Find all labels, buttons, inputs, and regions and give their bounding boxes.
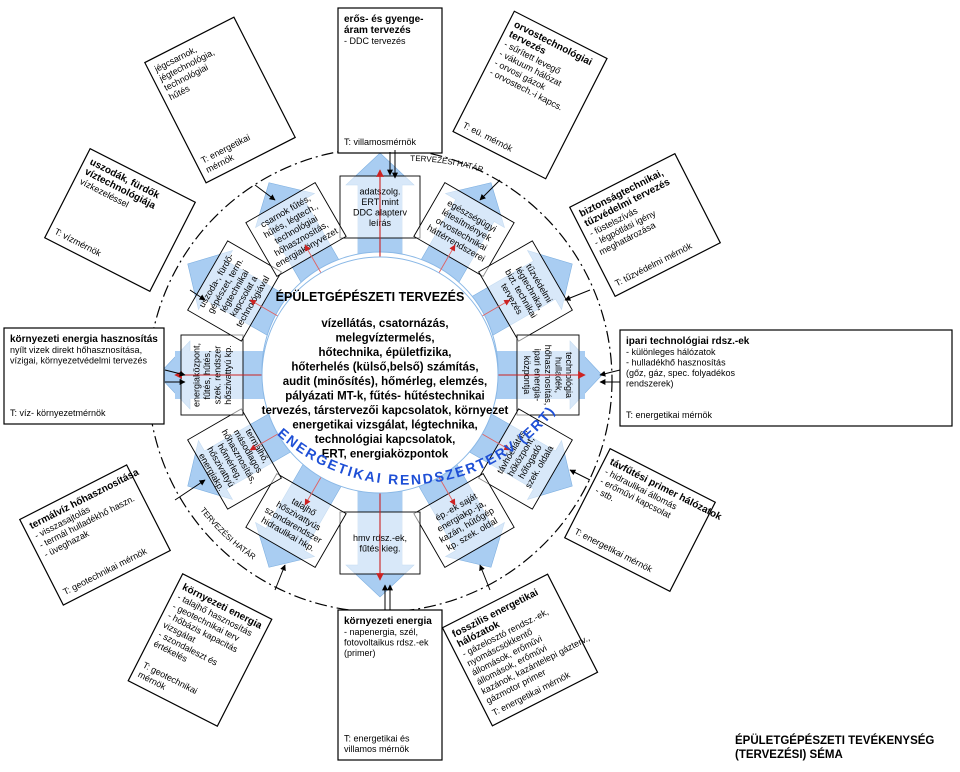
box-footer: T: energetikai és: [344, 734, 410, 744]
box-title: ipari technológiai rdsz.-ek: [626, 336, 750, 347]
center-line: melegvíztermelés,: [335, 333, 434, 345]
box-body-line: - napenergia, szél,: [344, 627, 418, 637]
box-footer: T: víz- környezetmérnök: [10, 408, 106, 418]
center-line: vízellátás, csatornázás,: [321, 318, 448, 330]
outer-box-kornyezeti_bottom: környezeti energia- napenergia, szél,fot…: [337, 609, 443, 761]
box-body-line: - DDC tervezés: [344, 36, 406, 46]
box-title: környezeti energia hasznosítás: [10, 334, 158, 345]
inner-box-i_orvos: egészségügyilétesítményekorvostechnikaih…: [413, 182, 515, 277]
box-body-line: (primer): [344, 648, 376, 658]
center-heading: ÉPÜLETGÉPÉSZETI TERVEZÉS: [276, 289, 465, 304]
box-title: környezeti energia: [344, 616, 432, 627]
box-body-line: - különleges hálózatok: [626, 347, 716, 357]
center-line: audit (minősítés), hőmérleg, elemzés,: [283, 376, 488, 388]
outer-box-ipari: ipari technológiai rdsz.-ek- különleges …: [619, 329, 953, 427]
box-footer: T: villamosmérnök: [344, 137, 417, 147]
box-footer: villamos mérnök: [344, 744, 410, 754]
box-body-line: fotovoltaikus rdsz.-ek: [344, 638, 429, 648]
outer-box-jeg: jégcsarnok,jégtechnológia,technológiaihű…: [143, 16, 297, 184]
connector-arrow: [569, 469, 591, 481]
center-line: hőterhelés (külső,belső) számítás,: [291, 362, 478, 374]
outer-boxes: erős- és gyenge-áram tervezés- DDC terve…: [3, 7, 953, 761]
connector-arrow: [274, 564, 286, 591]
outer-box-termalviz: termálvíz hőhasznosítása- visszasajtolás…: [18, 464, 172, 606]
connector-arrow: [254, 184, 276, 201]
outer-box-tavfutes: távfűtési primer hálózatok- hidraulikai …: [563, 447, 724, 593]
outer-box-top: erős- és gyenge-áram tervezés- DDC terve…: [337, 7, 443, 154]
center-line: ERT, energiaközpontok: [322, 449, 449, 461]
center-line: tervezés, társtervezői kapcsolatok, körn…: [262, 405, 509, 417]
center-line: hőtechnika, épületfizika,: [319, 347, 452, 359]
outer-box-uszodak: uszodák, fürdőkvíztechnológiájavízkezelé…: [43, 147, 197, 293]
boundary-label: TERVEZÉSI HATÁR: [410, 154, 484, 174]
center-line: energetikai vizsgálat, légtechnika,: [292, 420, 477, 432]
outer-box-kornyezeti_sw: környezeti energia- talajhő hasznosítás-…: [127, 573, 273, 727]
center-line: pályázati MT-k, fűtés- hűtéstechnikai: [285, 391, 484, 403]
center-text: ÉPÜLETGÉPÉSZETI TERVEZÉS vízellátás, csat…: [262, 289, 509, 461]
box-title: erős- és gyenge-: [344, 14, 423, 25]
box-body-line: rendszerek): [626, 379, 674, 389]
boundary-label: TERVEZÉSI HATÁR: [198, 506, 257, 562]
caption-line: (TERVEZÉSI) SÉMA: [735, 748, 843, 761]
outer-box-tuzved: biztonságtechnikai,tűzvédelmi tervezés- …: [568, 152, 722, 298]
box-title: áram tervezés: [344, 25, 411, 36]
box-body-line: (gőz, gáz, spec. folyadékos: [626, 368, 736, 378]
center-line: technológiai kapcsolatok,: [315, 434, 456, 446]
caption-line: ÉPÜLETGÉPÉSZETI TEVÉKENYSÉG: [735, 734, 934, 747]
center-disc: [261, 256, 499, 494]
connector-arrow: [564, 289, 591, 301]
connector-arrow: [174, 479, 206, 501]
box-footer: T: energetikai mérnök: [626, 410, 713, 420]
box-body-line: nyílt vizek direkt hőhasznosítása,: [10, 345, 142, 355]
connector-arrow: [164, 369, 186, 377]
box-body-line: vízigai, környezetvédelmi tervezés: [10, 356, 148, 366]
connector-arrow: [479, 564, 491, 591]
connectors: [164, 150, 621, 610]
connector-arrow: [189, 289, 206, 301]
inner-box-i_sw: talajhőhőszivattyússzondarendszerhidraul…: [245, 473, 347, 568]
caption: ÉPÜLETGÉPÉSZETI TEVÉKENYSÉG(TERVEZÉSI) S…: [735, 734, 934, 761]
box-body-line: - hulladékhő hasznosítás: [626, 358, 726, 368]
connector-arrow: [599, 369, 621, 377]
connector-arrow: [479, 179, 501, 201]
